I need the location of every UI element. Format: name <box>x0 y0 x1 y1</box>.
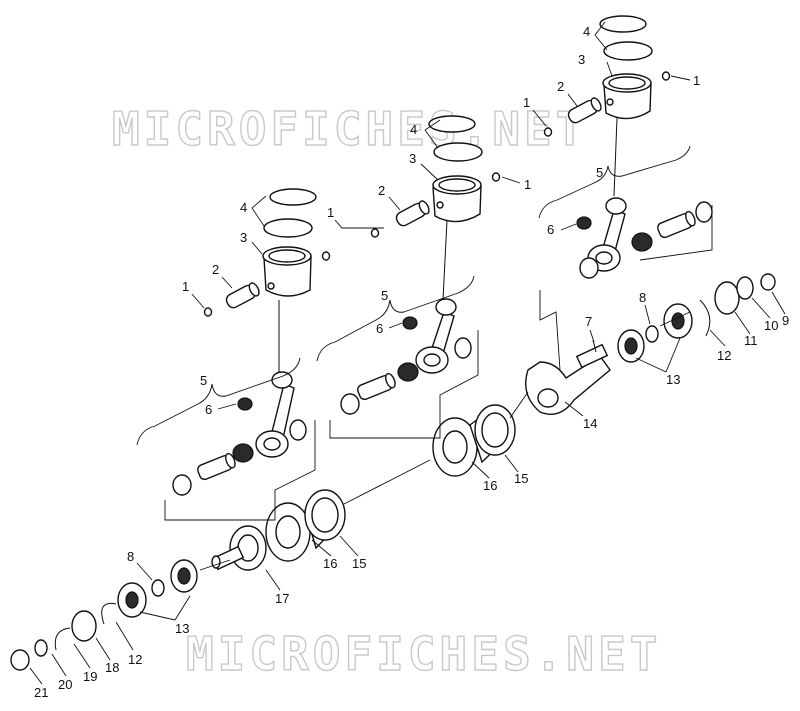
callout-1: 1 <box>693 73 700 88</box>
callout-1: 1 <box>327 205 334 220</box>
group-brackets <box>136 145 713 571</box>
crank-pin-1 <box>197 452 236 481</box>
thrust-washer-2b <box>340 393 360 415</box>
spacer-ring-right <box>645 325 659 343</box>
cylinder-3-group <box>543 15 713 279</box>
callout-1: 1 <box>523 95 530 110</box>
watermark-upper: MICROFICHES.NET <box>112 102 587 156</box>
piston-2 <box>432 184 482 223</box>
piston-3 <box>603 82 652 120</box>
callout-17: 17 <box>275 591 289 606</box>
callout-18: 18 <box>105 660 119 675</box>
callout-7: 7 <box>585 314 592 329</box>
callout-1: 1 <box>182 279 189 294</box>
piston-pin-2 <box>395 200 430 227</box>
callout-2: 2 <box>378 183 385 198</box>
needle-bearing-large-3 <box>631 232 653 252</box>
thrust-washer-2a <box>454 337 472 359</box>
callout-15: 15 <box>514 471 528 486</box>
callout-2: 2 <box>557 79 564 94</box>
callout-11: 11 <box>744 333 758 348</box>
crank-pin-3 <box>657 210 696 239</box>
key-7 <box>592 339 597 353</box>
thrust-washer-3b <box>579 257 599 279</box>
circlip-2a <box>370 228 380 238</box>
callout-13: 13 <box>175 621 189 636</box>
callout-19: 19 <box>83 669 97 684</box>
callout-10: 10 <box>764 318 778 333</box>
thrust-washer-3a <box>695 201 713 223</box>
piston-ring-top-1 <box>269 188 317 206</box>
callout-leaders <box>29 21 786 685</box>
circlip-3a <box>543 127 553 137</box>
circlip-2b <box>321 251 331 261</box>
callout-6: 6 <box>205 402 212 417</box>
spacer-ring-left <box>151 579 165 597</box>
callout-5: 5 <box>596 165 603 180</box>
retaining-ring-left <box>54 627 71 651</box>
right-bearing-stack <box>592 273 776 363</box>
needle-bearing-small-2 <box>402 316 418 330</box>
callout-1: 1 <box>524 177 531 192</box>
needle-bearing-large-1 <box>232 443 254 463</box>
callout-labels: 4 3 1 2 1 5 6 4 3 1 2 1 5 6 4 3 2 1 5 6 … <box>34 24 789 700</box>
callout-13: 13 <box>666 372 680 387</box>
crankshaft-end-right <box>525 355 611 415</box>
needle-bearing-small-3 <box>576 216 592 230</box>
circlip-1 <box>203 307 213 317</box>
piston-ring-2-2 <box>433 142 483 162</box>
callout-2: 2 <box>212 262 219 277</box>
piston-pin-1 <box>225 282 260 309</box>
callout-21: 21 <box>34 685 48 700</box>
callout-20: 20 <box>58 677 72 692</box>
circlip-2c <box>491 172 501 182</box>
needle-bearing-small-1 <box>237 397 253 411</box>
callout-14: 14 <box>583 416 597 431</box>
piston-pin-3 <box>567 97 602 124</box>
callout-4: 4 <box>410 122 417 137</box>
cylinder-1-group <box>172 188 317 496</box>
oil-seal-right <box>714 281 740 315</box>
left-bearing-stack <box>10 559 198 671</box>
callout-3: 3 <box>240 230 247 245</box>
piston-ring-2-1 <box>263 218 313 238</box>
callout-5: 5 <box>200 373 207 388</box>
oil-seal-left <box>71 610 97 642</box>
piston-ring-2-3 <box>603 41 653 61</box>
callout-4: 4 <box>583 24 590 39</box>
callout-12: 12 <box>128 652 142 667</box>
washer-right <box>736 276 754 300</box>
circlip-3b <box>661 71 671 81</box>
callout-9: 9 <box>782 313 789 328</box>
watermark-lower: MICROFICHES.NET <box>186 627 661 681</box>
piston-ring-top-2 <box>428 115 476 133</box>
needle-bearing-large-2 <box>397 362 419 382</box>
snap-ring-right <box>699 299 711 337</box>
callout-8: 8 <box>639 290 646 305</box>
callout-3: 3 <box>409 151 416 166</box>
callout-5: 5 <box>381 288 388 303</box>
callout-8: 8 <box>127 549 134 564</box>
thrust-washer-1a <box>289 419 307 441</box>
callout-3: 3 <box>578 52 585 67</box>
callout-12: 12 <box>717 348 731 363</box>
callout-16: 16 <box>323 556 337 571</box>
callout-6: 6 <box>547 222 554 237</box>
cylinder-2-group <box>321 115 501 415</box>
piston-1 <box>263 255 312 297</box>
end-cap-left <box>10 649 30 671</box>
thrust-washer-1b <box>172 474 192 496</box>
end-cap-right <box>760 273 776 291</box>
piston-ring-top-3 <box>599 15 647 33</box>
callout-6: 6 <box>376 321 383 336</box>
callout-16: 16 <box>483 478 497 493</box>
washer-left <box>34 639 48 657</box>
callout-4: 4 <box>240 200 247 215</box>
snap-ring-left <box>101 602 117 625</box>
callout-15: 15 <box>352 556 366 571</box>
crank-pin-2 <box>357 372 396 401</box>
